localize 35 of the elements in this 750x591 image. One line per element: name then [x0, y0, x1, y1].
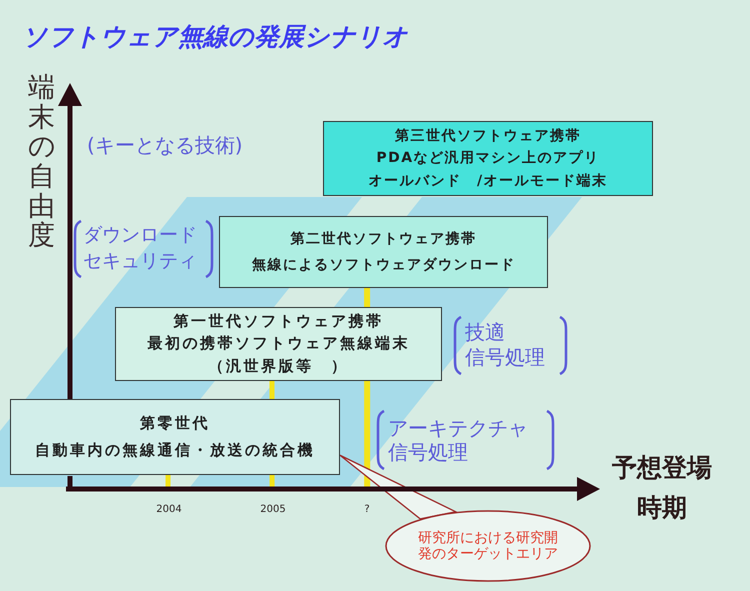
generation-box	[219, 216, 548, 288]
technology-label: 信号処理	[388, 440, 468, 464]
axis-title: 端末の自由度	[28, 73, 55, 252]
tick-label: ?	[364, 504, 370, 516]
timeline-marker	[269, 381, 275, 399]
generation-feature: PDAなど汎用マシン上のアプリ	[376, 150, 600, 167]
generation-title: 第零世代	[140, 415, 210, 432]
generation-feature: （汎世界版等 ）	[208, 358, 348, 375]
callout-bubble	[385, 510, 591, 582]
generation-box	[323, 121, 653, 196]
timeline-marker	[364, 380, 370, 488]
callout-text: 研究所における研究開発のターゲットエリア	[417, 530, 559, 562]
generation-box	[115, 307, 442, 381]
column-heading: (キーとなる技術)	[87, 133, 243, 157]
x-axis	[66, 476, 600, 502]
tick-label: 2005	[260, 504, 286, 516]
title: ソフトウェア無線の発展シナリオ	[22, 22, 408, 52]
axis-title: 予想登場時期	[612, 452, 712, 524]
technology-label: 技適	[465, 320, 505, 344]
technology-label: セキュリティ	[83, 250, 197, 273]
generation-feature: オールバンド /オールモード端末	[368, 172, 608, 189]
generation-feature: 最初の携帯ソフトウェア無線端末	[147, 335, 410, 353]
generation-title: 第三世代ソフトウェア携帯	[395, 128, 581, 144]
timeline-marker	[270, 474, 275, 488]
technology-label: アーキテクチャ	[388, 416, 528, 440]
technology-label: 信号処理	[465, 345, 545, 369]
generation-title: 第二世代ソフトウェア携帯	[290, 230, 476, 247]
technology-label: ダウンロード	[83, 224, 197, 247]
timeline-marker	[364, 288, 370, 308]
generation-box	[10, 399, 340, 475]
timeline-marker	[166, 474, 171, 488]
generation-title: 第一世代ソフトウェア携帯	[174, 313, 384, 330]
generation-feature: 自動車内の無線通信・放送の統合機	[35, 442, 315, 459]
tick-label: 2004	[156, 504, 182, 516]
generation-feature: 無線によるソフトウェアダウンロード	[252, 257, 516, 274]
